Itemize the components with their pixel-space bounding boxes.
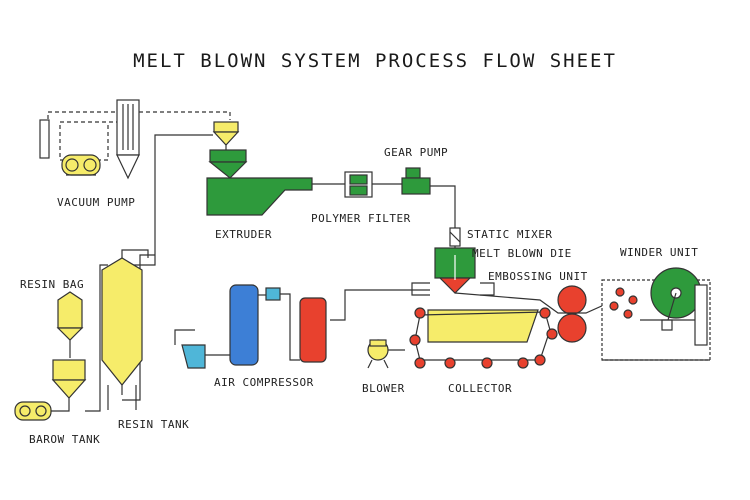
embossing-unit-icon [557, 285, 587, 343]
dryer-to-heater-line [280, 293, 300, 361]
resin-bag-icon [56, 291, 84, 358]
air-line [330, 282, 495, 321]
air-compressor-icon [229, 284, 259, 366]
label-collector: COLLECTOR [448, 382, 513, 395]
bag-filter-icon [116, 99, 140, 180]
winder-unit-icon [601, 267, 711, 361]
resin-tank-icon [101, 249, 149, 410]
blower-icon [367, 339, 389, 369]
vacuum-filter-box [39, 119, 50, 159]
label-embossing-unit: EMBOSSING UNIT [488, 270, 588, 283]
label-blower: BLOWER [362, 382, 405, 395]
label-barow-tank: BAROW TANK [29, 433, 101, 446]
label-winder-unit: WINDER UNIT [620, 246, 699, 259]
label-melt-blown-die: MELT BLOWN DIE [472, 247, 572, 260]
collector-icon [409, 307, 558, 369]
label-air-compressor: AIR COMPRESSOR [214, 376, 314, 389]
air-dryer-icon [265, 287, 281, 301]
diagram-title: MELT BLOWN SYSTEM PROCESS FLOW SHEET [133, 50, 617, 72]
barow-line [51, 405, 70, 412]
air-heater-icon [299, 297, 327, 363]
hopper-loader-icon [212, 121, 240, 150]
gear-pump-icon [401, 167, 431, 195]
label-vacuum-pump: VACUUM PUMP [57, 196, 136, 209]
melt-blown-die-icon [434, 247, 476, 294]
label-resin-bag: RESIN BAG [20, 278, 85, 291]
barow-tank-icon [51, 359, 87, 405]
label-gear-pump: GEAR PUMP [384, 146, 449, 159]
barow-to-tank-line [85, 264, 108, 412]
polymer-filter-icon [344, 171, 373, 198]
air-compressor-intake-icon [174, 329, 206, 369]
vacuum-pump-icon [61, 154, 101, 176]
label-extruder: EXTRUDER [215, 228, 272, 241]
label-static-mixer: STATIC MIXER [467, 228, 553, 241]
static-mixer-icon [449, 227, 461, 247]
label-polymer-filter: POLYMER FILTER [311, 212, 411, 225]
extruder-icon [206, 149, 313, 216]
blower-small-icon [14, 401, 52, 421]
label-resin-tank: RESIN TANK [118, 418, 190, 431]
